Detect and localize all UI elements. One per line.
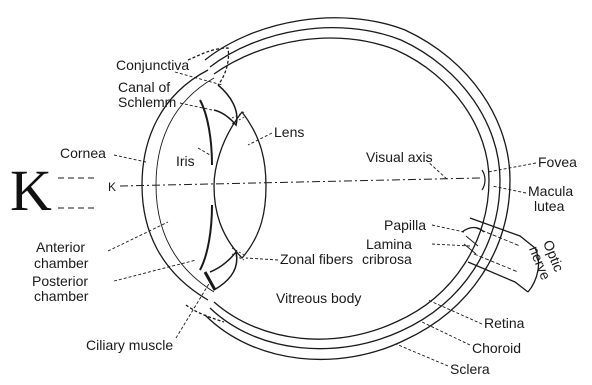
label-anterior-chamber-line2: chamber: [34, 256, 88, 271]
label-anterior-chamber-line1: Anterior: [36, 240, 85, 255]
label-choroid: Choroid: [472, 341, 521, 356]
leader-cornea: [114, 155, 146, 162]
lamina-cribrosa-mark: [464, 236, 478, 254]
conjunctiva-lower: [186, 305, 224, 322]
ciliary-lower: [210, 252, 237, 290]
lens-outline: [214, 112, 266, 258]
label-k-point: K: [10, 162, 52, 220]
optic-nerve-inner-2: [474, 254, 518, 272]
ciliary-upper: [214, 85, 237, 125]
leader-fovea: [488, 163, 536, 172]
label-k-small: K: [108, 180, 116, 195]
fovea-pit: [482, 170, 485, 190]
label-iris: Iris: [176, 154, 195, 169]
label-canal-of-schlemm-line1: Canal of: [118, 80, 170, 95]
label-fovea: Fovea: [538, 155, 577, 170]
conjunctiva-fold: [188, 48, 229, 85]
leader-anterior: [108, 222, 168, 251]
label-zonal-fibers: Zonal fibers: [280, 252, 353, 267]
label-papilla: Papilla: [384, 218, 426, 233]
sclera-outline: [205, 18, 510, 360]
leader-choroid: [422, 322, 470, 345]
label-lamina-line1: Lamina: [366, 237, 412, 252]
visual-axis-line: [120, 178, 480, 186]
leader-canal: [180, 103, 212, 110]
leader-retina: [428, 300, 482, 324]
label-macula-line1: Macula: [528, 184, 573, 199]
label-posterior-chamber-line2: chamber: [34, 289, 88, 304]
leader-sclera: [396, 344, 448, 366]
optic-nerve-lower: [468, 262, 528, 292]
label-lamina-line2: cribrosa: [362, 252, 412, 267]
leader-papilla: [432, 225, 464, 232]
label-conjunctiva: Conjunctiva: [116, 58, 189, 73]
label-visual-axis: Visual axis: [366, 150, 433, 165]
iris-lower: [200, 205, 212, 270]
label-macula-line2: lutea: [534, 199, 564, 214]
leader-zonal: [246, 258, 278, 260]
leader-iris: [198, 148, 210, 155]
label-ciliary-muscle: Ciliary muscle: [86, 338, 173, 353]
label-retina: Retina: [484, 316, 524, 331]
label-posterior-chamber-line1: Posterior: [32, 274, 88, 289]
label-vitreous-body: Vitreous body: [276, 291, 361, 306]
label-cornea: Cornea: [60, 146, 106, 161]
label-sclera: Sclera: [450, 362, 490, 377]
label-lens: Lens: [274, 125, 304, 140]
label-canal-of-schlemm-line2: Schlemm: [118, 95, 176, 110]
leader-posterior: [114, 260, 196, 281]
